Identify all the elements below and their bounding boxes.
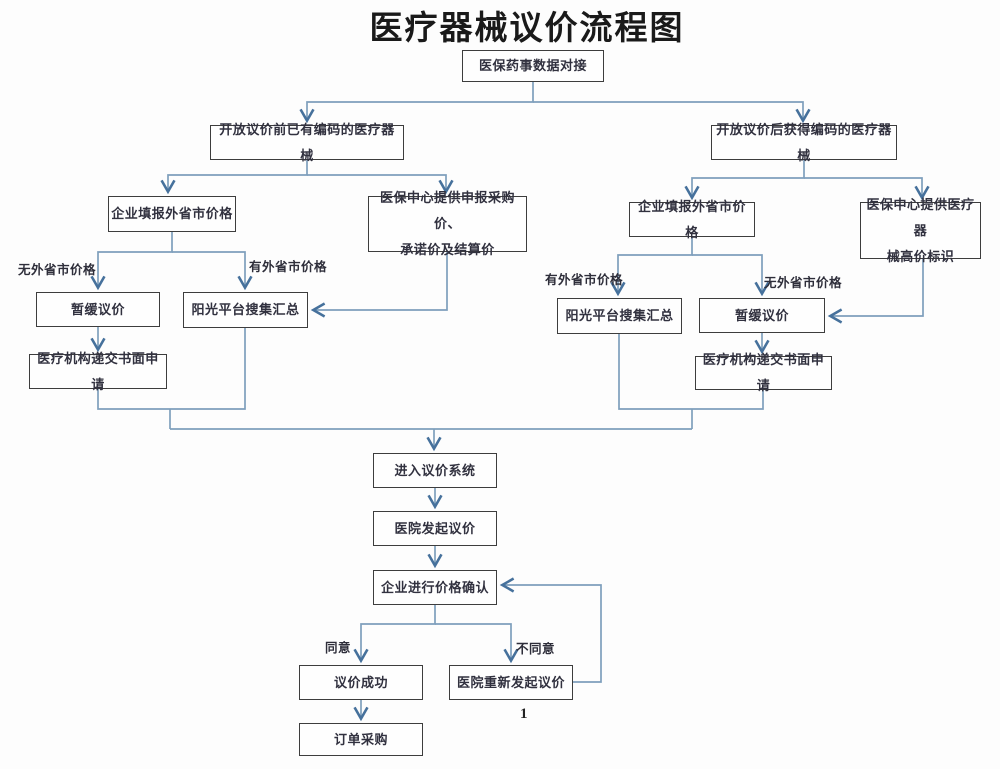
edge-leftcenter-to-sun	[310, 252, 448, 318]
node-right-medicare-center: 医保中心提供医疗器 械高价标识	[860, 197, 981, 264]
label-right-no-outprice: 无外省市价格	[764, 276, 843, 290]
edge-top-to-right-branch	[533, 101, 811, 124]
node-right-pause: 暂缓议价	[699, 298, 825, 333]
node-right-sunshine-platform: 阳光平台搜集汇总	[557, 298, 682, 334]
edge-rightfill-to-pause	[692, 254, 770, 297]
edge-confirm-to-restart	[435, 623, 519, 664]
edge-left-merge	[97, 328, 246, 410]
edge-confirm-to-success	[353, 605, 436, 664]
edge-restart-feedback	[499, 577, 602, 683]
node-company-confirm: 企业进行价格确认	[373, 570, 497, 605]
node-right-written-apply: 医疗机构递交书面申请	[695, 352, 832, 393]
edge-leftfill-to-pause	[90, 232, 173, 291]
node-order-purchase: 订单采购	[299, 723, 423, 756]
node-left-written-apply: 医疗机构递交书面申请	[29, 351, 167, 392]
page-number: 1	[520, 706, 528, 722]
edges	[90, 82, 930, 722]
edge-top-to-left-branch	[299, 82, 534, 124]
label-disagree: 不同意	[516, 642, 556, 656]
label-right-has-outprice: 有外省市价格	[545, 273, 624, 287]
edge-rightcenter-to-pause	[827, 259, 924, 324]
label-agree: 同意	[325, 641, 352, 655]
node-enter-system: 进入议价系统	[373, 453, 497, 488]
node-data-link: 医保药事数据对接	[462, 50, 604, 82]
label-left-no-outprice: 无外省市价格	[18, 263, 97, 277]
node-left-pause: 暂缓议价	[36, 292, 160, 327]
node-left-medicare-center: 医保中心提供申报采购价、 承诺价及结算价	[368, 190, 527, 257]
edge-rightbranch-to-center	[804, 177, 930, 201]
edge-leftbranch-to-fill	[160, 160, 308, 195]
node-branch-post-coded: 开放议价后获得编码的医疗器械	[711, 122, 897, 163]
node-negotiation-success: 议价成功	[299, 665, 423, 700]
edge-rightfill-to-sun	[610, 237, 693, 297]
node-left-sunshine-platform: 阳光平台搜集汇总	[183, 292, 308, 328]
edge-rightbranch-to-fill	[684, 160, 805, 201]
page-title: 医疗器械议价流程图	[369, 11, 685, 47]
node-hospital-start: 医院发起议价	[373, 511, 497, 546]
edge-leftbranch-to-center	[307, 174, 454, 195]
edge-leftfill-to-sun	[172, 251, 253, 291]
edge-right-merge	[618, 334, 764, 410]
node-branch-pre-coded: 开放议价前已有编码的医疗器械	[210, 122, 404, 163]
node-right-company-fill: 企业填报外省市价格	[629, 199, 755, 240]
node-left-company-fill: 企业填报外省市价格	[108, 196, 236, 232]
node-hospital-restart: 医院重新发起议价	[449, 665, 573, 700]
label-left-has-outprice: 有外省市价格	[249, 260, 328, 274]
